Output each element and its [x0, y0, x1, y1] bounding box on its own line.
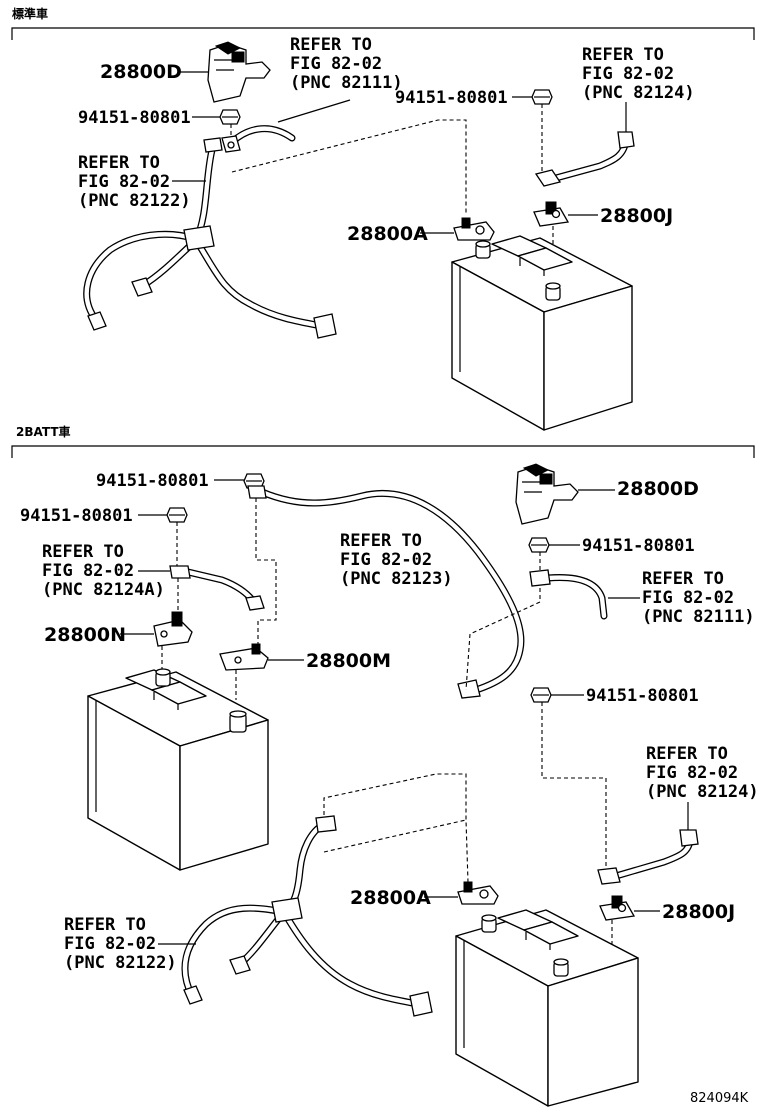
nut-bottom-94151-b: [166, 507, 188, 523]
part-top-28800A: [453, 217, 495, 241]
ref-top-82124-line2: FIG 82-02: [582, 64, 674, 84]
cable-top-82122-harness: [83, 137, 337, 339]
ref-bottom-82122-line3: (PNC 82122): [64, 953, 177, 973]
dashed-route-bottom-82111: [465, 588, 541, 691]
label-top-28800A: 28800A: [347, 223, 428, 245]
cable-bottom-82122-harness: [181, 815, 433, 1017]
nut-top-94151-b: [531, 89, 553, 105]
battery-top: [451, 235, 633, 431]
ref-bottom-82123-line1: REFER TO: [340, 531, 422, 551]
dashed-route-bottom-a: [323, 773, 469, 883]
dashed-route-bottom-d: [541, 702, 607, 876]
label-bottom-94151-a: 94151-80801: [96, 471, 209, 491]
label-top-28800D: 28800D: [100, 61, 182, 83]
nut-bottom-94151-c: [528, 537, 550, 553]
battery-bottom-left: [87, 668, 269, 871]
label-top-94151-a: 94151-80801: [78, 108, 191, 128]
section-bracket-standard: [11, 27, 755, 40]
dashed-route-bottom-a2: [323, 819, 467, 853]
label-bottom-28800A: 28800A: [350, 887, 431, 909]
ref-bottom-82123-line3: (PNC 82123): [340, 569, 453, 589]
ref-top-82124-line3: (PNC 82124): [582, 83, 695, 103]
ref-top-82111-line3: (PNC 82111): [290, 73, 403, 93]
ref-bottom-82124A-line3: (PNC 82124A): [42, 580, 165, 600]
cable-bottom-82111: [529, 569, 608, 620]
label-bottom-28800D: 28800D: [617, 478, 699, 500]
part-bottom-28800M: [219, 643, 269, 671]
ref-bottom-82124-line2: FIG 82-02: [646, 763, 738, 783]
cable-top-82111: [221, 125, 296, 153]
section-bracket-2batt: [11, 445, 755, 458]
ref-bottom-82124A-line1: REFER TO: [42, 542, 124, 562]
cable-bottom-82124A: [169, 565, 265, 611]
nut-top-94151-a: [219, 109, 241, 125]
ref-top-82111-line1: REFER TO: [290, 35, 372, 55]
cable-bottom-82123: [247, 485, 525, 699]
section-title-2batt: 2BATT車: [16, 424, 71, 439]
leader-top-82111: [277, 99, 351, 123]
dashed-route-top-a: [231, 119, 467, 215]
dashed-route-bottom-m: [255, 498, 277, 644]
ref-top-82122-line3: (PNC 82122): [78, 191, 191, 211]
part-bottom-28800A: [457, 881, 499, 905]
ref-top-82122-line1: REFER TO: [78, 153, 160, 173]
label-top-94151-b: 94151-80801: [395, 88, 508, 108]
part-bottom-28800N: [153, 611, 193, 647]
label-bottom-28800N: 28800N: [44, 624, 126, 646]
ref-bottom-82122-line1: REFER TO: [64, 915, 146, 935]
battery-bottom-right: [455, 909, 639, 1107]
label-bottom-28800M: 28800M: [306, 650, 391, 672]
figure-code: 824094K: [690, 1091, 749, 1106]
ref-bottom-82111-line3: (PNC 82111): [642, 607, 755, 627]
ref-top-82122-line2: FIG 82-02: [78, 172, 170, 192]
label-top-28800J: 28800J: [600, 205, 673, 227]
label-bottom-94151-d: 94151-80801: [586, 686, 699, 706]
cable-top-82124: [534, 131, 635, 187]
label-bottom-28800J: 28800J: [662, 901, 735, 923]
label-bottom-94151-c: 94151-80801: [582, 536, 695, 556]
ref-bottom-82124A-line2: FIG 82-02: [42, 561, 134, 581]
ref-bottom-82124-line3: (PNC 82124): [646, 782, 759, 802]
ref-bottom-82111-line2: FIG 82-02: [642, 588, 734, 608]
ref-top-82124-line1: REFER TO: [582, 45, 664, 65]
nut-bottom-94151-d: [530, 687, 552, 703]
part-bottom-28800D-block: [515, 463, 579, 525]
cable-bottom-82124: [597, 829, 699, 885]
section-title-standard: 標準車: [12, 6, 48, 21]
part-28800D-block: [207, 41, 271, 103]
part-bottom-28800J: [599, 895, 636, 921]
ref-bottom-82122-line2: FIG 82-02: [64, 934, 156, 954]
part-top-28800J: [533, 201, 570, 227]
ref-bottom-82111-line1: REFER TO: [642, 569, 724, 589]
label-bottom-94151-b: 94151-80801: [20, 506, 133, 526]
ref-top-82111-line2: FIG 82-02: [290, 54, 382, 74]
ref-bottom-82124-line1: REFER TO: [646, 744, 728, 764]
ref-bottom-82123-line2: FIG 82-02: [340, 550, 432, 570]
